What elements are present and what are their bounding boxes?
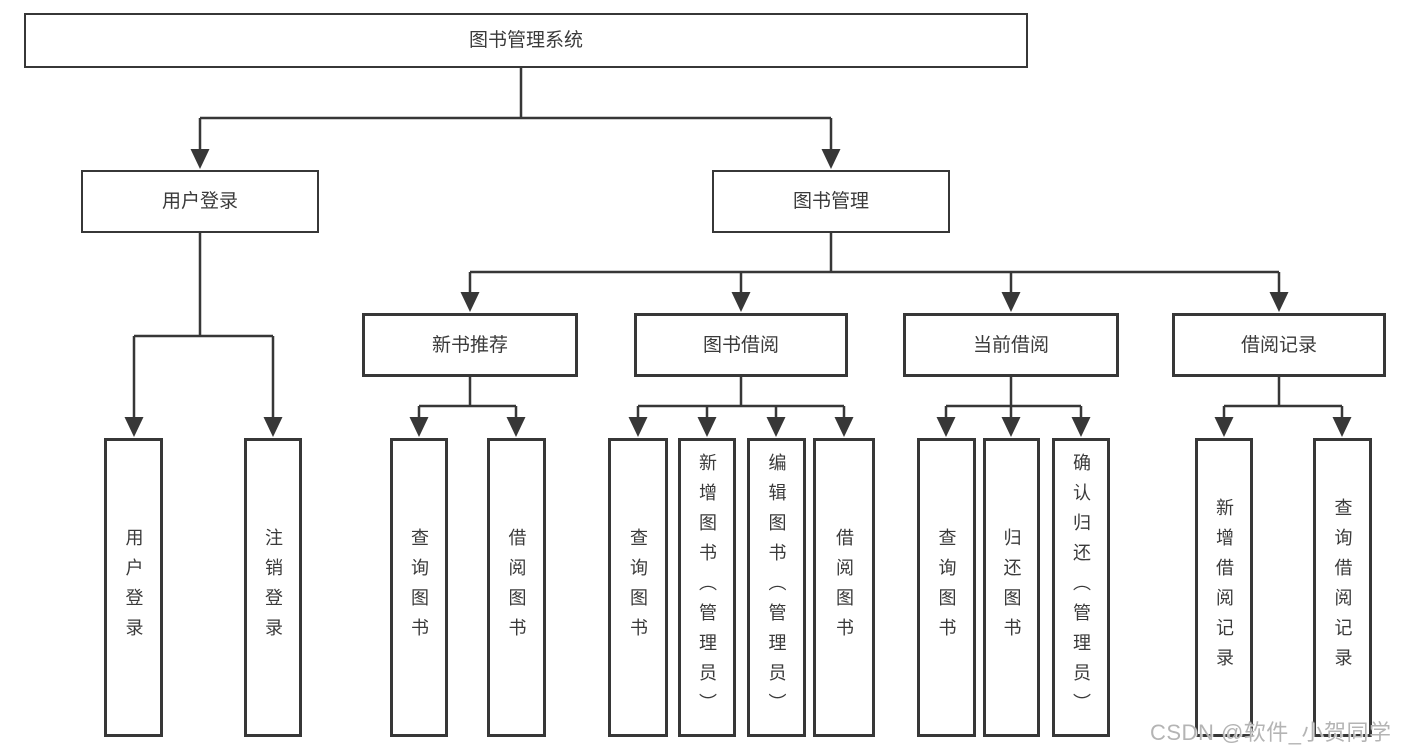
node-book-management: 图书管理 <box>712 170 950 233</box>
leaf-query-borrow-record: 查询借阅记录 <box>1313 438 1372 737</box>
leaf-return-book: 归还图书 <box>983 438 1040 737</box>
node-library-management-system: 图书管理系统 <box>24 13 1028 68</box>
leaf-query-books-current: 查询图书 <box>917 438 976 737</box>
node-user-login: 用户登录 <box>81 170 319 233</box>
node-new-book-recommend: 新书推荐 <box>362 313 578 377</box>
node-book-borrow: 图书借阅 <box>634 313 848 377</box>
csdn-watermark: CSDN @软件_小贺同学 <box>1150 720 1392 745</box>
node-current-borrow: 当前借阅 <box>903 313 1119 377</box>
leaf-query-books-recommend: 查询图书 <box>390 438 448 737</box>
leaf-logout: 注销登录 <box>244 438 302 737</box>
leaf-query-books-borrow: 查询图书 <box>608 438 668 737</box>
arrowheads <box>124 149 1352 437</box>
node-borrow-records: 借阅记录 <box>1172 313 1386 377</box>
leaf-add-book-admin: 新增图书（管理员） <box>678 438 736 737</box>
leaf-borrow-books-recommend: 借阅图书 <box>487 438 546 737</box>
leaf-borrow-books: 借阅图书 <box>813 438 875 737</box>
leaf-confirm-return-admin: 确认归还（管理员） <box>1052 438 1110 737</box>
leaf-user-login: 用户登录 <box>104 438 163 737</box>
leaf-add-borrow-record: 新增借阅记录 <box>1195 438 1253 737</box>
leaf-edit-book-admin: 编辑图书（管理员） <box>747 438 806 737</box>
